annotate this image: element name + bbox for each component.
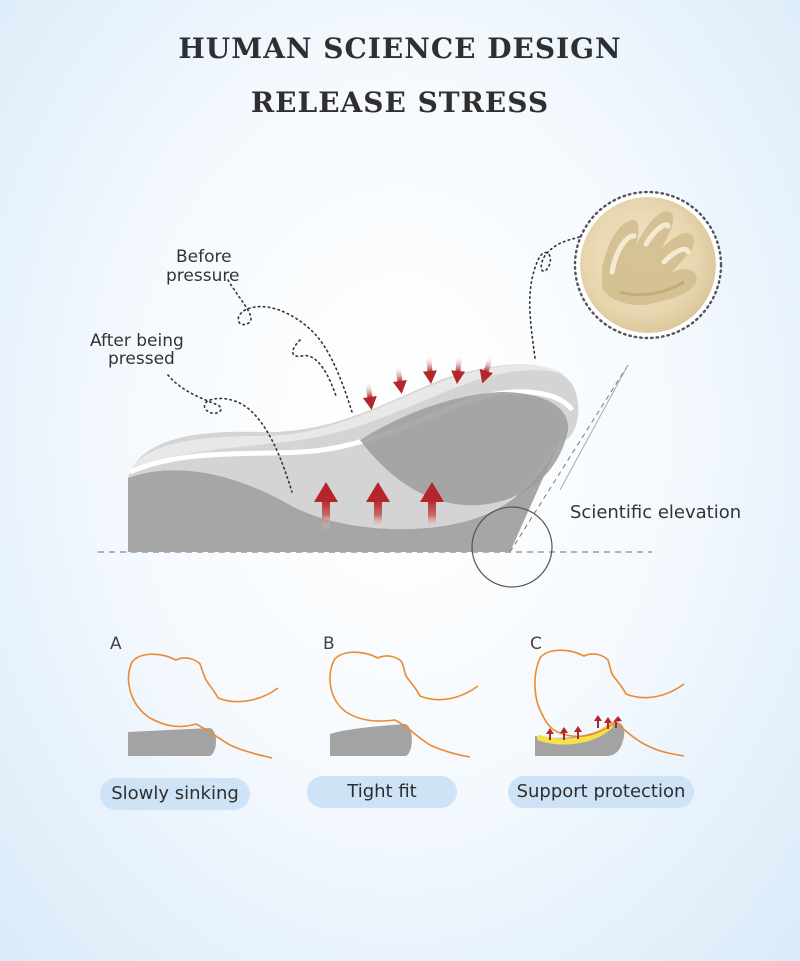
up-arrow-icon (314, 482, 338, 530)
before-pressure-loop (291, 339, 337, 397)
upward-force-arrows (314, 482, 444, 530)
up-arrow-icon (574, 726, 582, 739)
panel-b: B (323, 634, 479, 758)
up-arrow-icon (604, 717, 612, 729)
before-pressure-label-line2: pressure (166, 266, 239, 286)
before-pressure-leader (227, 279, 353, 413)
elevation-guide-2 (559, 364, 629, 491)
down-arrow-icon (479, 356, 494, 384)
texture-leader (528, 235, 583, 359)
pillow-recess (360, 392, 569, 506)
down-arrow-icon (362, 381, 377, 410)
up-arrow-icon (366, 482, 390, 530)
up-arrow-icon (420, 482, 444, 530)
callout-leaders (167, 235, 583, 493)
panel-letter: A (110, 634, 122, 654)
head-profile-line (127, 653, 279, 759)
up-arrow-icon (594, 715, 602, 728)
headline-line-1: HUMAN SCIENCE DESIGN (178, 32, 622, 65)
caption-tight-fit: Tight fit (307, 776, 457, 808)
panel-a: A (110, 634, 279, 759)
support-arrows (546, 715, 622, 740)
elevation-guide (509, 364, 629, 553)
down-arrow-icon (422, 355, 437, 384)
headline-line-2: RELEASE STRESS (250, 86, 550, 119)
caption-support-protection: Support protection (508, 776, 694, 808)
pillow-base (128, 440, 560, 552)
downward-pressure-arrows (362, 355, 494, 410)
head-profile-line (329, 651, 479, 758)
scientific-elevation-label: Scientific elevation (570, 502, 741, 523)
panel-c: C (530, 634, 685, 757)
pillow-icon (330, 724, 412, 756)
after-pressed-leader (167, 374, 293, 493)
after-pressed-label-line1: After being (90, 331, 184, 351)
caption-slowly-sinking: Slowly sinking (100, 778, 250, 810)
elevation-circle (471, 506, 553, 588)
up-arrow-icon (613, 716, 622, 728)
after-pressed-label-line2: pressed (108, 349, 175, 369)
up-arrow-icon (546, 728, 554, 740)
pillow-icon (128, 728, 216, 756)
up-arrow-icon (560, 727, 568, 740)
down-arrow-icon (392, 365, 407, 394)
panel-letter: C (530, 634, 542, 654)
support-highlight (537, 723, 613, 745)
head-profile-line (534, 649, 685, 757)
before-pressure-label-line1: Before (176, 247, 232, 267)
panel-letter: B (323, 634, 335, 654)
pillow-highlight (132, 364, 565, 468)
down-arrow-icon (451, 355, 466, 384)
foam-handprint-closeup (580, 197, 716, 333)
